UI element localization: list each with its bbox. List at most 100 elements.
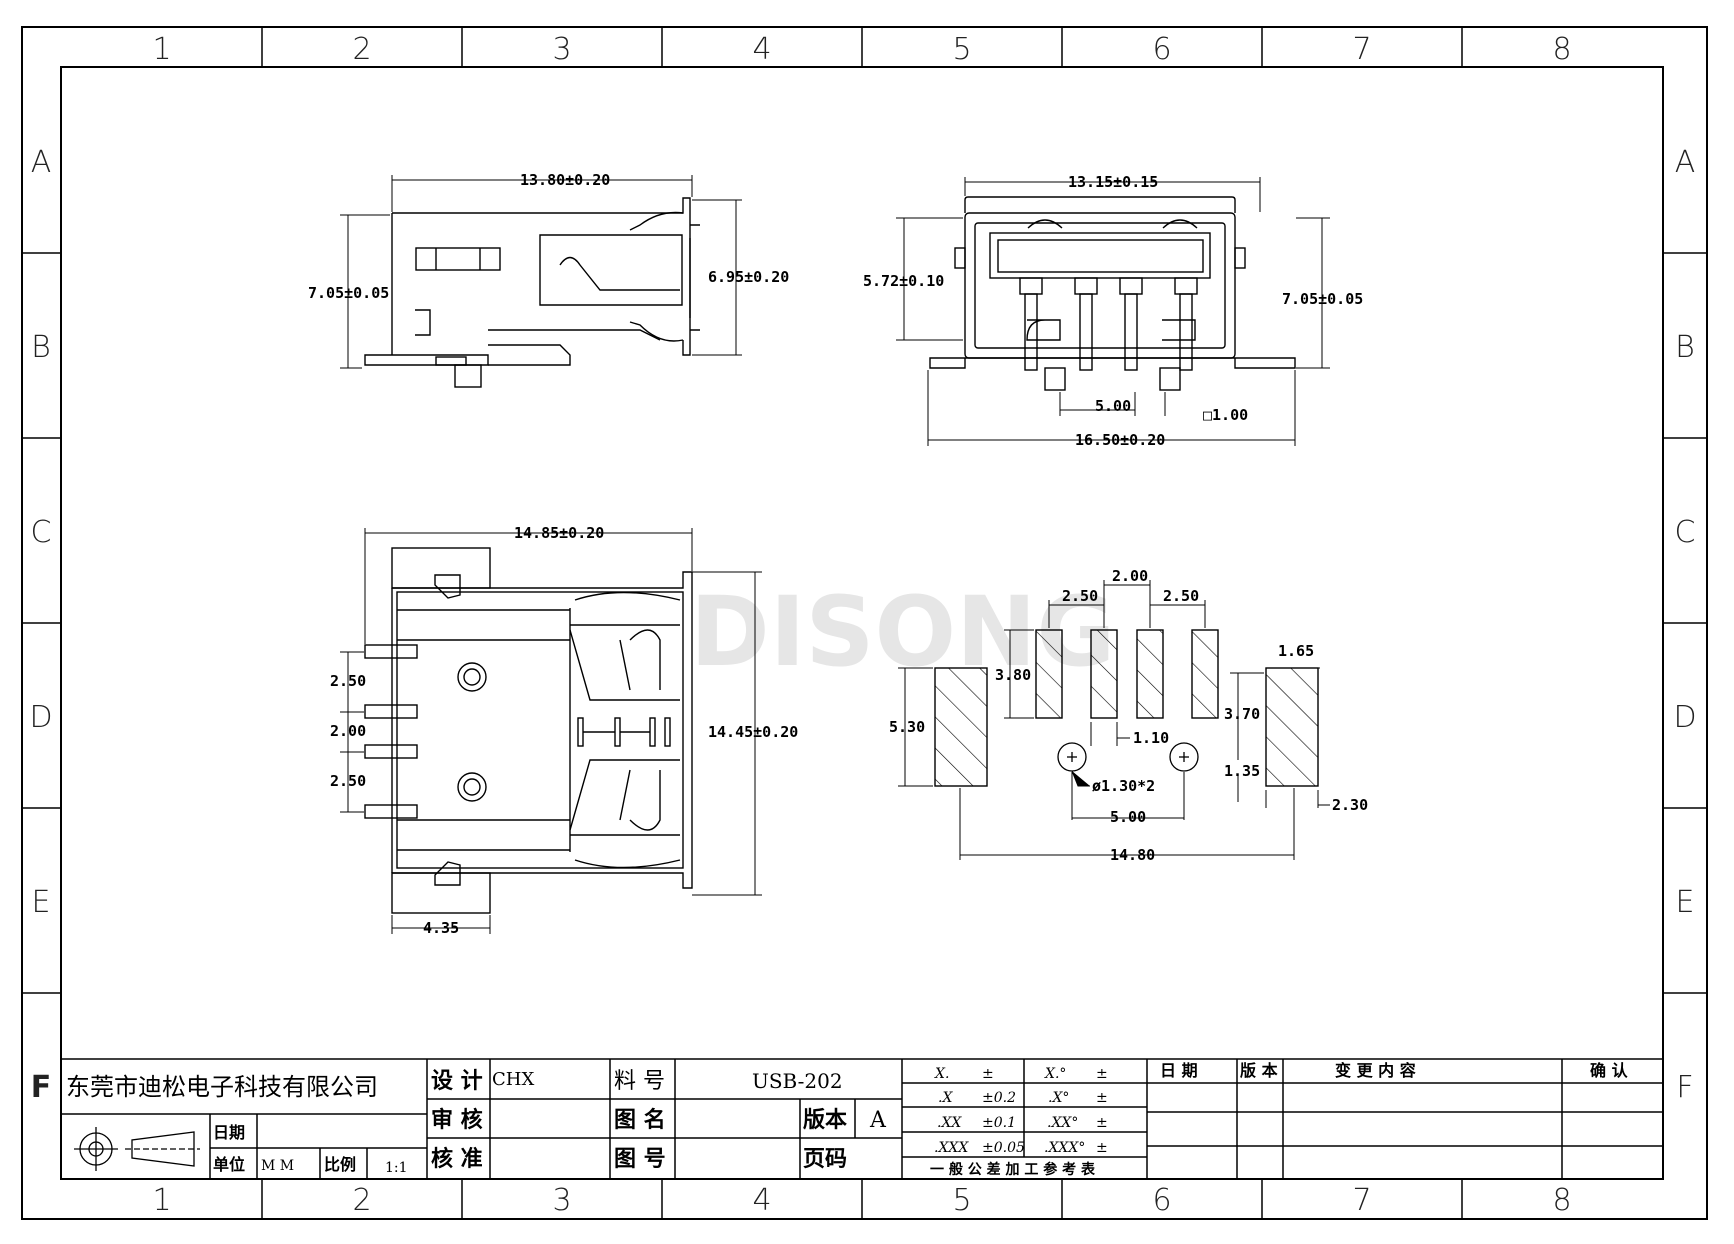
tol-cell: X.° (1044, 1066, 1066, 1082)
pcb-layout (934, 629, 1319, 787)
tol-cell: .X (938, 1090, 953, 1106)
unit-value: M M (261, 1158, 294, 1174)
dim-label: 2.00 (330, 722, 366, 740)
dim-label: 5.72±0.10 (863, 272, 944, 290)
front-view (929, 196, 1296, 391)
revision-header-date: 日 期 (1160, 1061, 1198, 1080)
projection-symbol-icon (74, 1127, 200, 1171)
col-label-bottom: 2 (352, 1183, 371, 1218)
unit-label: 单位 (213, 1155, 245, 1174)
pcb-pad-large (934, 667, 988, 787)
tol-cell: X. (934, 1066, 949, 1082)
col-label-top: 7 (1352, 32, 1371, 67)
dim-label: 14.80 (1110, 846, 1155, 864)
col-label-bottom: 8 (1552, 1183, 1571, 1218)
dim-label: 6.95±0.20 (708, 268, 789, 286)
drawing-no-label: 图 号 (614, 1147, 666, 1172)
tol-cell: .X° (1048, 1090, 1069, 1106)
tol-cell: .XXX° (1044, 1140, 1085, 1156)
row-label-left: B (31, 330, 51, 365)
dim-label: 1.10 (1133, 729, 1169, 747)
version-label: 版本 (803, 1108, 847, 1133)
dim-label: 2.50 (330, 772, 366, 790)
design-label: 设 计 (431, 1069, 483, 1094)
row-label-right: C (1675, 515, 1696, 550)
tol-cell: ± (1096, 1115, 1108, 1131)
page-label: 页码 (803, 1147, 847, 1172)
col-label-bottom: 5 (952, 1183, 971, 1218)
part-no-label: 料 号 (614, 1069, 665, 1094)
col-label-top: 1 (152, 32, 171, 67)
pcb-pad (1035, 629, 1063, 719)
title-block (60, 1058, 1664, 1180)
tol-cell: .XXX (934, 1140, 969, 1156)
dim-label: □1.00 (1203, 406, 1248, 424)
design-value: CHX (492, 1069, 534, 1090)
pcb-pad (1136, 629, 1164, 719)
col-label-bottom: 1 (152, 1183, 171, 1218)
col-label-top: 6 (1152, 32, 1171, 67)
version-value: A (869, 1108, 887, 1133)
dim-label: 14.85±0.20 (514, 524, 604, 542)
dim-label: 16.50±0.20 (1075, 431, 1165, 449)
tol-cell: ±0.1 (982, 1115, 1016, 1131)
pcb-holes (1057, 742, 1199, 772)
dim-label: ø1.30*2 (1092, 777, 1155, 795)
row-label-left: E (32, 885, 51, 920)
bottom-view (364, 547, 693, 914)
dim-label: 5.30 (889, 718, 925, 736)
dim-label: 7.05±0.05 (1282, 290, 1363, 308)
side-view-dimensions (340, 175, 742, 369)
row-label-right: B (1675, 330, 1695, 365)
row-label-left: F (31, 1070, 52, 1105)
dim-label: 2.30 (1332, 796, 1368, 814)
zone-labels: 1 2 3 4 5 6 7 8 1 2 3 4 5 6 7 8 A B C D … (29, 32, 1696, 1218)
col-label-top: 4 (752, 32, 771, 67)
date-label: 日期 (213, 1123, 245, 1142)
pcb-dimensions (898, 580, 1330, 860)
pcb-pad-large (1265, 667, 1319, 787)
dim-label: 2.50 (1062, 587, 1098, 605)
front-view-dimensions (896, 177, 1330, 446)
dim-label: 2.50 (330, 672, 366, 690)
drawing-name-label: 图 名 (614, 1107, 666, 1133)
dim-label: 1.65 (1278, 642, 1314, 660)
col-label-top: 5 (952, 32, 971, 67)
dim-label: 3.70 (1224, 705, 1260, 723)
part-no-value: USB-202 (752, 1069, 843, 1093)
tol-cell: .XX° (1047, 1115, 1078, 1131)
col-label-top: 2 (352, 32, 371, 67)
row-label-left: D (29, 700, 52, 735)
tol-cell: ± (982, 1066, 994, 1082)
row-label-right: D (1673, 700, 1696, 735)
col-label-top: 8 (1552, 32, 1571, 67)
tol-cell: ±0.2 (982, 1090, 1016, 1106)
bottom-view-dimensions (340, 528, 762, 934)
tol-cell: .XX (937, 1115, 962, 1131)
dim-label: 14.45±0.20 (708, 723, 798, 741)
row-label-right: E (1676, 885, 1695, 920)
approve-label: 核 准 (431, 1146, 483, 1172)
dim-label: 13.80±0.20 (520, 171, 610, 189)
tol-cell: ± (1096, 1066, 1108, 1082)
col-label-bottom: 4 (752, 1183, 771, 1218)
scale-value: 1:1 (385, 1160, 408, 1176)
dim-label: 2.50 (1163, 587, 1199, 605)
row-label-left: A (31, 145, 52, 180)
revision-header-confirm: 确 认 (1590, 1061, 1629, 1080)
pcb-pad (1090, 629, 1118, 719)
zone-grid (22, 27, 1707, 1219)
tol-cell: ±0.05 (982, 1140, 1025, 1156)
review-label: 审 核 (431, 1107, 483, 1133)
scale-label: 比例 (324, 1155, 356, 1174)
dim-label: 3.80 (995, 666, 1031, 684)
col-label-bottom: 6 (1152, 1183, 1171, 1218)
row-label-right: A (1675, 145, 1696, 180)
row-label-left: C (31, 515, 52, 550)
col-label-bottom: 7 (1352, 1183, 1371, 1218)
dim-label: 1.35 (1224, 762, 1260, 780)
tol-cell: ± (1096, 1140, 1108, 1156)
revision-header-version: 版 本 (1239, 1061, 1278, 1080)
revision-header-content: 变 更 内 容 (1335, 1061, 1416, 1080)
